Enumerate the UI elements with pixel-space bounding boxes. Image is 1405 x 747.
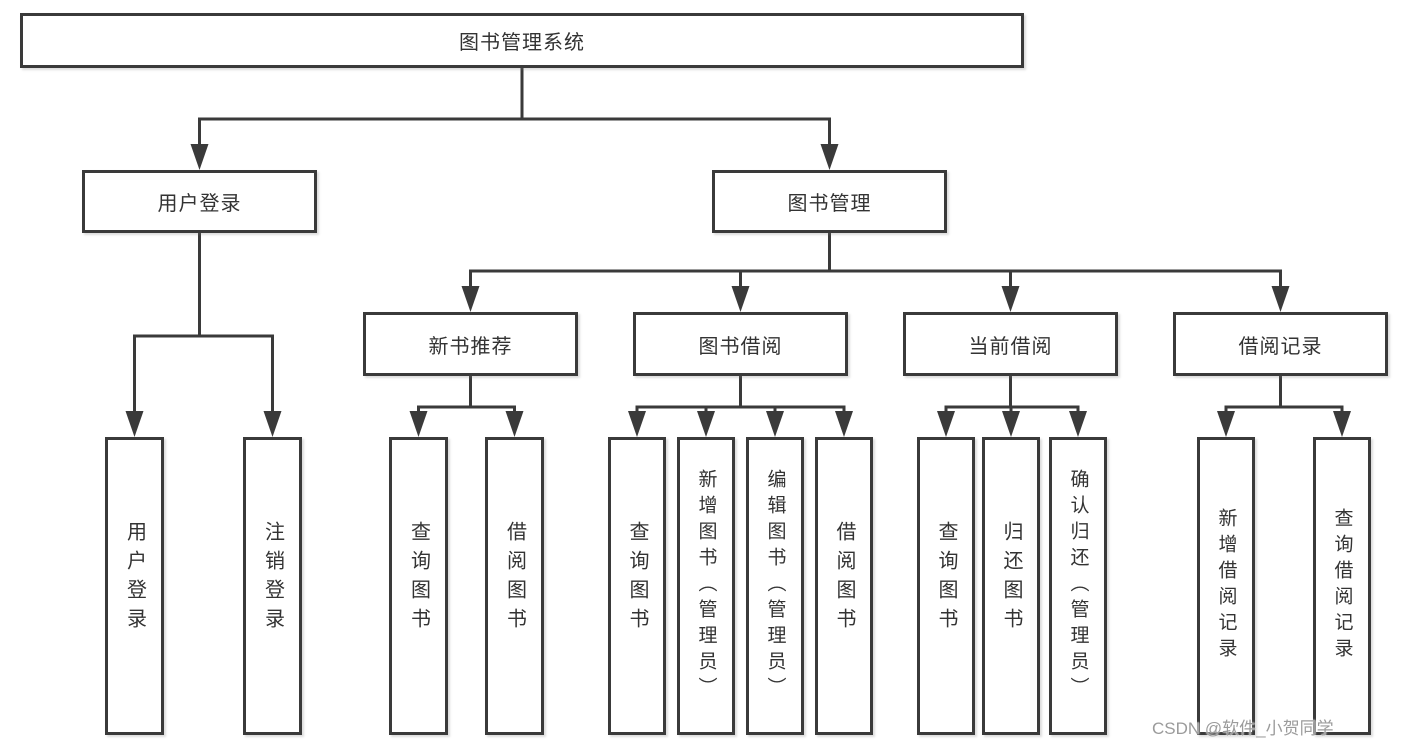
- node-book-borrowing: 图书借阅: [633, 312, 848, 376]
- node-root-label: 图书管理系统: [459, 32, 585, 54]
- arrowheads: [125, 144, 1351, 437]
- node-borrowing-records-label: 借阅记录: [1238, 335, 1323, 358]
- node-nb-borrow-books: 借阅图书: [485, 437, 544, 735]
- node-root: 图书管理系统: [20, 13, 1024, 68]
- node-current-borrowing-label: 当前借阅: [968, 335, 1053, 358]
- node-book-management: 图书管理: [712, 170, 947, 233]
- connector-edges: [133, 66, 1344, 416]
- node-borrowing-records: 借阅记录: [1173, 312, 1388, 376]
- csdn-watermark: CSDN @软件_小贺同学: [1152, 719, 1334, 738]
- node-current-borrowing: 当前借阅: [903, 312, 1118, 376]
- node-cb-return-books-label: 归还图书: [1000, 521, 1022, 637]
- node-nb-query-books-label: 查询图书: [407, 521, 430, 637]
- node-nb-borrow-books-label: 借阅图书: [503, 521, 526, 637]
- node-bb-query-books-label: 查询图书: [626, 521, 648, 637]
- node-bb-add-books-admin-label: 新增图书（管理员）: [695, 469, 717, 703]
- node-new-book-recommendation-label: 新书推荐: [428, 335, 513, 358]
- node-cb-query-books: 查询图书: [917, 437, 975, 735]
- node-login-label: 用户登录: [123, 521, 146, 637]
- node-cb-confirm-return-admin-label: 确认归还（管理员）: [1067, 469, 1089, 703]
- node-cb-query-books-label: 查询图书: [935, 521, 957, 637]
- node-new-book-recommendation: 新书推荐: [363, 312, 578, 376]
- node-cb-return-books: 归还图书: [982, 437, 1040, 735]
- node-br-add-record: 新增借阅记录: [1197, 437, 1255, 735]
- node-bb-add-books-admin: 新增图书（管理员）: [677, 437, 735, 735]
- node-book-management-label: 图书管理: [787, 193, 872, 215]
- node-book-borrowing-label: 图书借阅: [698, 335, 783, 358]
- node-login: 用户登录: [105, 437, 164, 735]
- node-bb-edit-books-admin-label: 编辑图书（管理员）: [764, 469, 786, 703]
- node-user-login-label: 用户登录: [157, 193, 242, 215]
- node-bb-query-books: 查询图书: [608, 437, 666, 735]
- node-br-add-record-label: 新增借阅记录: [1215, 508, 1237, 664]
- node-user-login: 用户登录: [82, 170, 317, 233]
- node-logout: 注销登录: [243, 437, 302, 735]
- node-cb-confirm-return-admin: 确认归还（管理员）: [1049, 437, 1107, 735]
- node-nb-query-books: 查询图书: [389, 437, 448, 735]
- node-br-query-record: 查询借阅记录: [1313, 437, 1371, 735]
- node-bb-borrow-books: 借阅图书: [815, 437, 873, 735]
- node-bb-borrow-books-label: 借阅图书: [833, 521, 855, 637]
- node-br-query-record-label: 查询借阅记录: [1331, 508, 1353, 664]
- node-bb-edit-books-admin: 编辑图书（管理员）: [746, 437, 804, 735]
- node-logout-label: 注销登录: [261, 521, 284, 637]
